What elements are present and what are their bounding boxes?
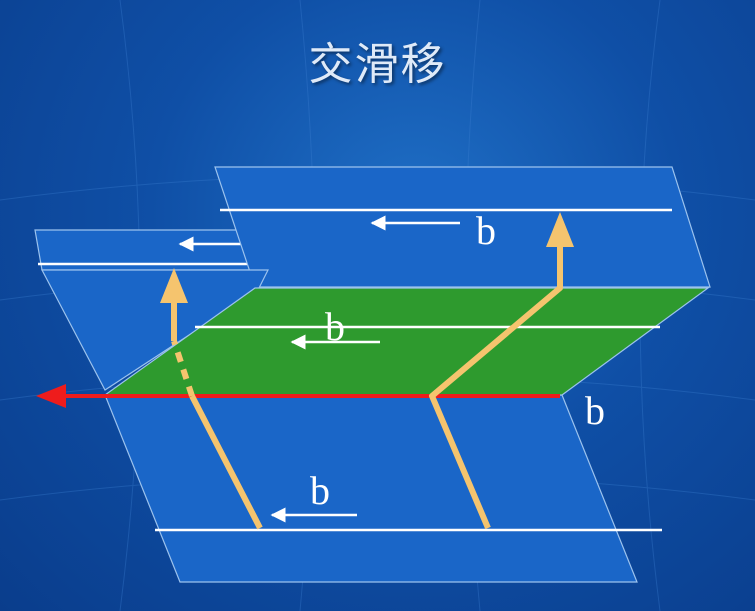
- intersection-b-label: b: [585, 388, 605, 433]
- upper-plane-b-label: b: [476, 208, 496, 253]
- intersection-arrowhead: [36, 384, 66, 408]
- upper-slip-plane: [214, 166, 711, 288]
- left-dislocation-line: [171, 300, 263, 530]
- cross-slip-plane-b-label: b: [325, 304, 345, 349]
- lower-slip-plane: [104, 394, 638, 583]
- lower-plane-b-label: b: [310, 468, 330, 513]
- left-dislocation-arrowhead: [160, 268, 188, 303]
- right-dislocation-line: [429, 245, 563, 530]
- right-dislocation-arrowhead: [546, 212, 574, 247]
- slide-title: 交滑移: [308, 39, 447, 90]
